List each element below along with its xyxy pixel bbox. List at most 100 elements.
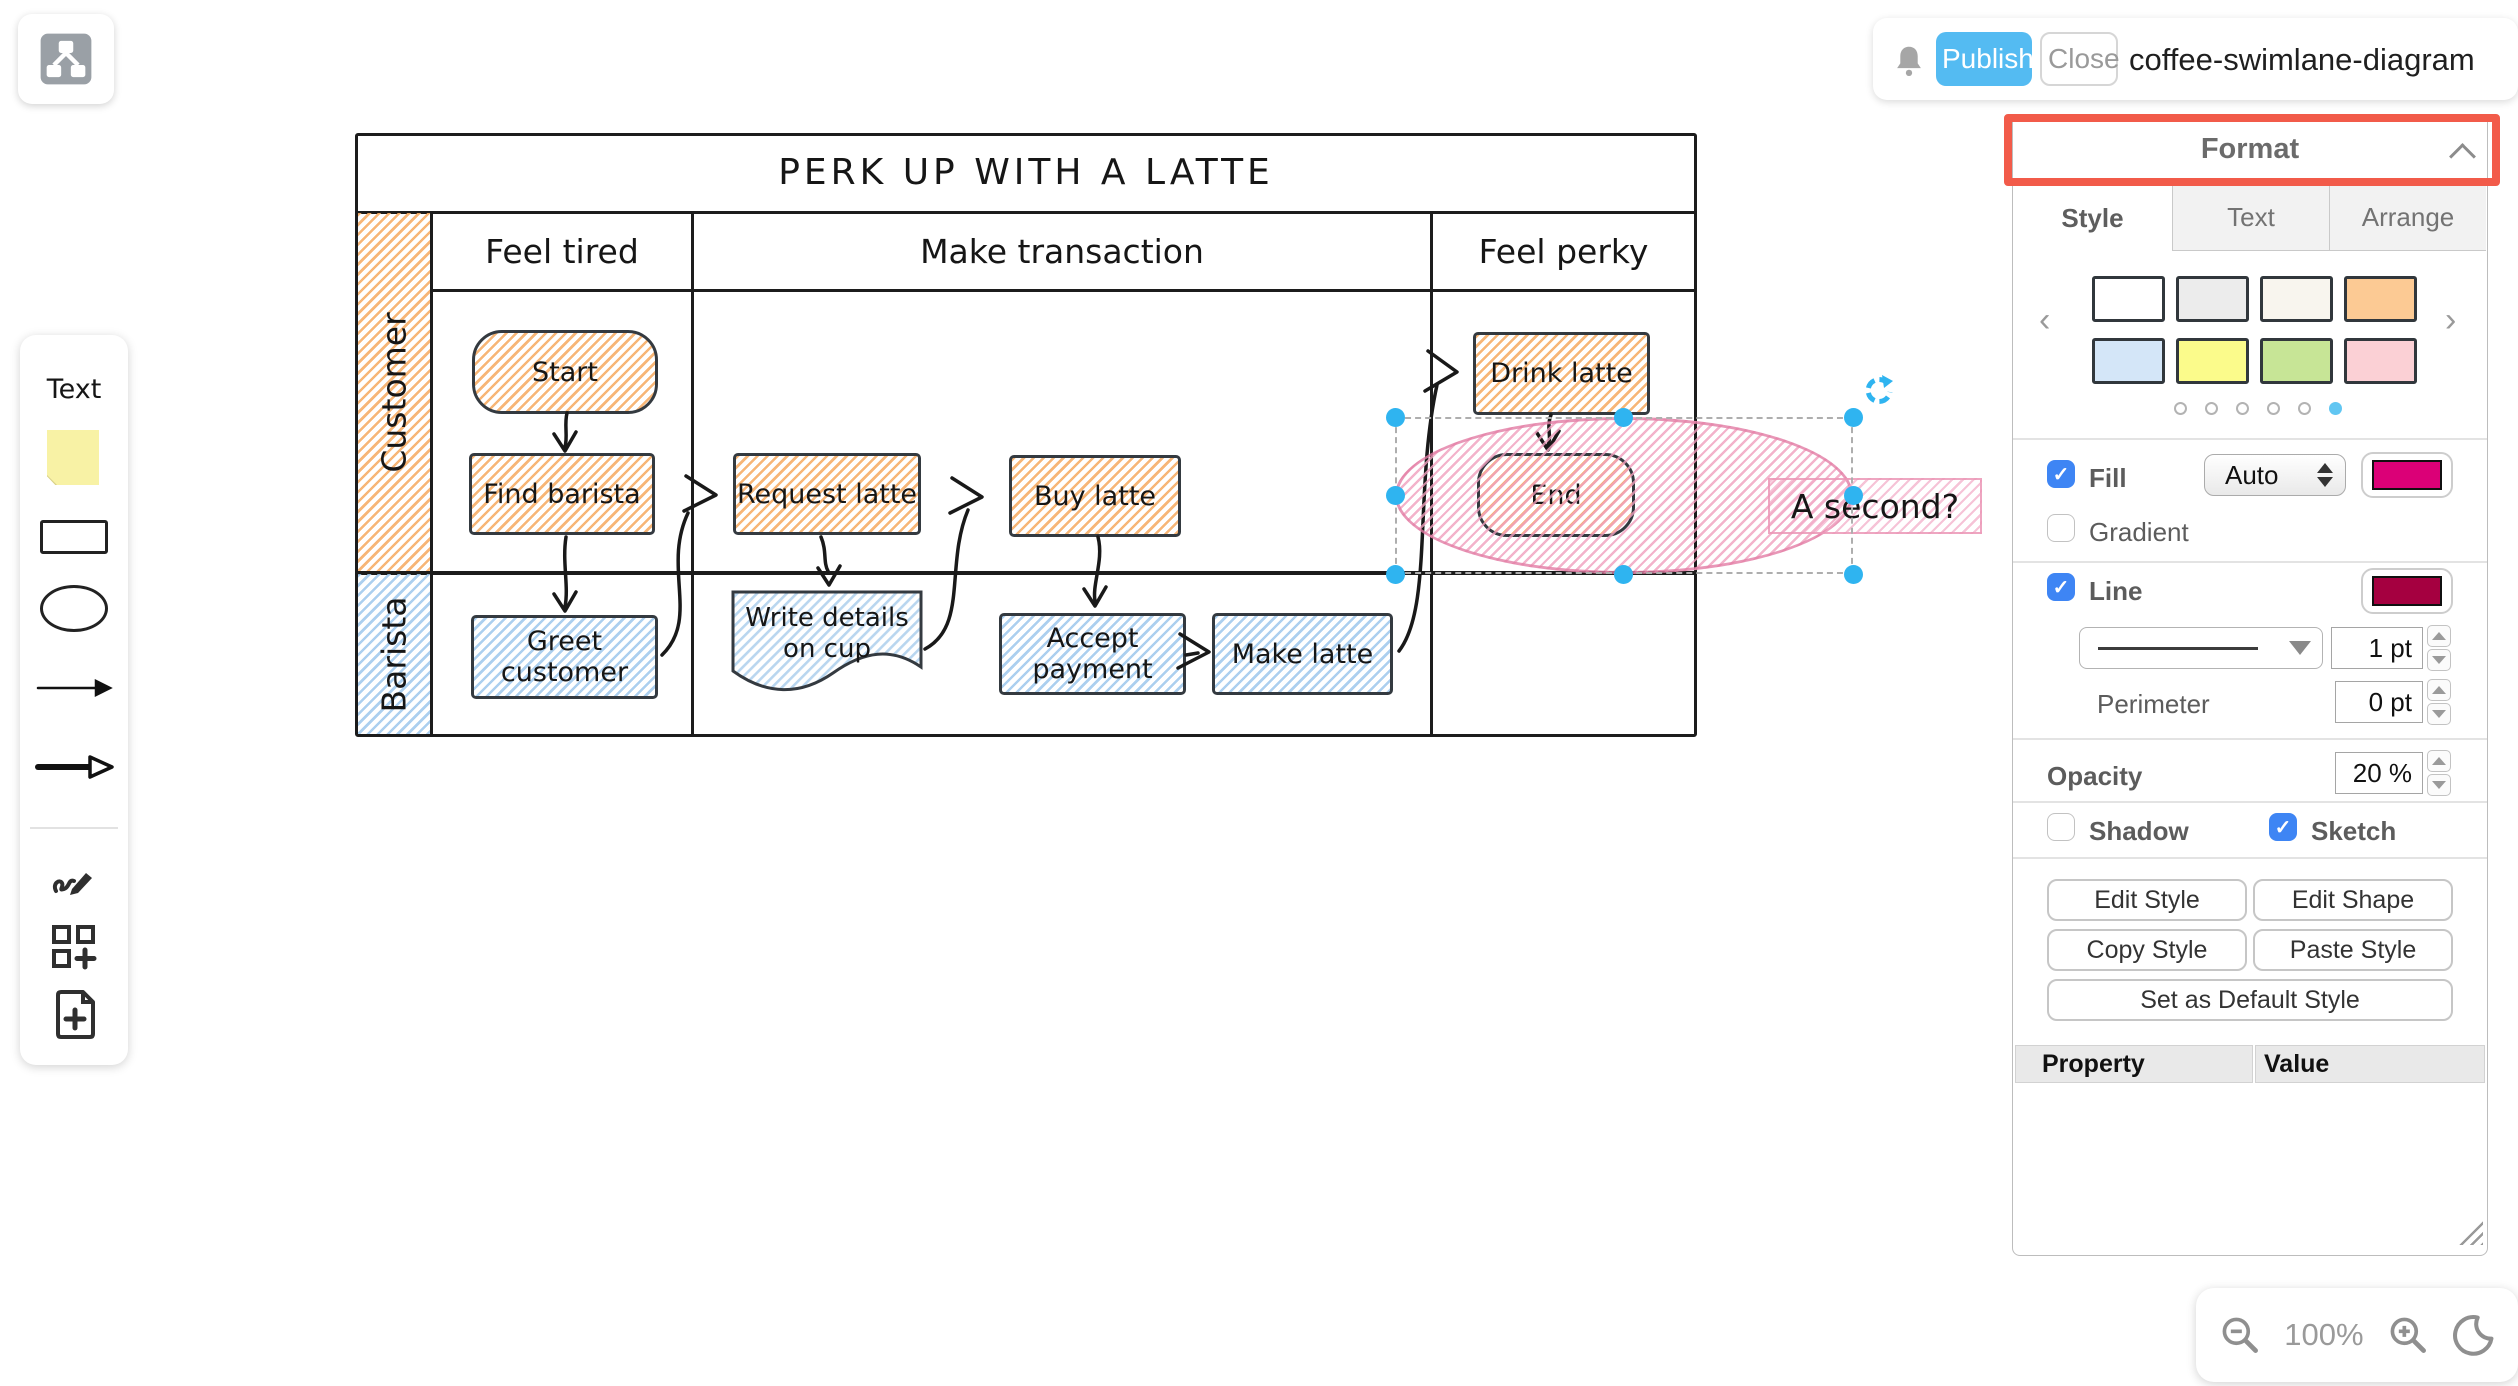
zoom-out-icon[interactable] bbox=[2218, 1313, 2262, 1357]
style-preset-swatch[interactable] bbox=[2260, 276, 2333, 322]
phase-separator-1[interactable] bbox=[691, 213, 694, 735]
app-logo-button[interactable] bbox=[18, 14, 114, 104]
shape-palette: Text bbox=[20, 335, 128, 1065]
notifications-bell-icon[interactable] bbox=[1890, 42, 1928, 80]
palette-page-dot[interactable] bbox=[2267, 402, 2280, 415]
opacity-input[interactable]: 20 % bbox=[2335, 752, 2423, 794]
paste-style-button[interactable]: Paste Style bbox=[2253, 929, 2453, 971]
style-preset-swatch[interactable] bbox=[2344, 338, 2417, 384]
style-preset-swatch[interactable] bbox=[2176, 338, 2249, 384]
set-default-style-button[interactable]: Set as Default Style bbox=[2047, 979, 2453, 1021]
titlebar: Publish Close coffee-swimlane-diagram bbox=[1873, 18, 2518, 100]
palette-page-dot[interactable] bbox=[2298, 402, 2311, 415]
fill-label: Fill bbox=[2089, 463, 2127, 493]
lane-separator[interactable] bbox=[358, 571, 1694, 575]
selection-handle-w[interactable] bbox=[1386, 486, 1405, 505]
palette-page-dot[interactable] bbox=[2236, 402, 2249, 415]
selection-handle-nw[interactable] bbox=[1386, 408, 1405, 427]
palette-page-dot[interactable] bbox=[2329, 402, 2342, 415]
palette-prev-icon[interactable]: ‹ bbox=[2039, 301, 2051, 339]
fill-checkbox[interactable]: ✓ bbox=[2047, 460, 2075, 488]
node-request-latte[interactable]: Request latte bbox=[733, 453, 921, 535]
selection-handle-n[interactable] bbox=[1614, 408, 1633, 427]
line-color-swatch bbox=[2372, 576, 2442, 606]
selection-handle-e[interactable] bbox=[1844, 486, 1863, 505]
sketch-checkbox[interactable]: ✓ bbox=[2269, 813, 2297, 841]
tab-text[interactable]: Text bbox=[2172, 185, 2330, 251]
line-style-select[interactable] bbox=[2079, 627, 2323, 669]
selection-handle-sw[interactable] bbox=[1386, 565, 1405, 584]
style-preset-swatch[interactable] bbox=[2092, 338, 2165, 384]
gradient-checkbox[interactable]: ✓ bbox=[2047, 514, 2075, 542]
perimeter-stepper[interactable] bbox=[2427, 679, 2451, 725]
phase-header-make-transaction[interactable]: Make transaction bbox=[920, 231, 1204, 271]
text-tool[interactable]: Text bbox=[46, 373, 102, 405]
tab-style[interactable]: Style bbox=[2013, 185, 2172, 251]
panel-resize-grip[interactable] bbox=[2457, 1219, 2483, 1245]
node-greet-customer[interactable]: Greet customer bbox=[471, 615, 658, 699]
annotation-a-second[interactable]: A second? bbox=[1768, 478, 1982, 534]
style-preset-swatch[interactable] bbox=[2260, 338, 2333, 384]
node-drink-latte[interactable]: Drink latte bbox=[1473, 332, 1650, 415]
node-write-details-shape[interactable] bbox=[730, 589, 926, 703]
format-panel-title[interactable]: Format bbox=[2200, 133, 2300, 165]
barista-label: Barista bbox=[374, 596, 414, 712]
rectangle-tool[interactable] bbox=[40, 520, 108, 554]
node-start[interactable]: Start bbox=[472, 330, 658, 414]
phase-header-feel-perky[interactable]: Feel perky bbox=[1478, 231, 1649, 271]
palette-page-dot[interactable] bbox=[2174, 402, 2187, 415]
copy-style-button[interactable]: Copy Style bbox=[2047, 929, 2247, 971]
phase-header-feel-tired[interactable]: Feel tired bbox=[485, 231, 639, 271]
node-find-barista[interactable]: Find barista bbox=[469, 453, 655, 535]
customer-label: Customer bbox=[374, 311, 414, 473]
freehand-pen-icon[interactable] bbox=[50, 855, 98, 901]
rotate-handle-icon[interactable] bbox=[1860, 372, 1896, 408]
diagram-logo-icon bbox=[40, 33, 92, 85]
sketch-label: Sketch bbox=[2311, 816, 2397, 846]
node-make-latte[interactable]: Make latte bbox=[1212, 613, 1393, 695]
perimeter-input[interactable]: 0 pt bbox=[2335, 681, 2423, 723]
zoom-toolbar: 100% bbox=[2196, 1288, 2518, 1382]
line-checkbox[interactable]: ✓ bbox=[2047, 573, 2075, 601]
style-preset-swatch[interactable] bbox=[2176, 276, 2249, 322]
bold-arrow-tool[interactable] bbox=[34, 751, 116, 783]
insert-template-icon[interactable] bbox=[53, 990, 97, 1040]
dark-mode-moon-icon[interactable] bbox=[2452, 1313, 2496, 1357]
edit-shape-button[interactable]: Edit Shape bbox=[2253, 879, 2453, 921]
style-preset-swatch[interactable] bbox=[2092, 276, 2165, 322]
format-panel: Format Style Text Arrange ‹ › ✓ Fill Aut… bbox=[2012, 120, 2488, 1256]
thin-arrow-tool[interactable] bbox=[34, 673, 116, 703]
edit-style-button[interactable]: Edit Style bbox=[2047, 879, 2247, 921]
value-column-header[interactable]: Value bbox=[2255, 1045, 2485, 1083]
palette-next-icon[interactable]: › bbox=[2445, 301, 2457, 339]
sticky-note-tool[interactable] bbox=[47, 430, 99, 485]
property-column-header[interactable]: Property bbox=[2015, 1045, 2253, 1083]
selection-handle-ne[interactable] bbox=[1844, 408, 1863, 427]
node-buy-latte[interactable]: Buy latte bbox=[1009, 455, 1181, 537]
opacity-stepper[interactable] bbox=[2427, 750, 2451, 796]
zoom-level[interactable]: 100% bbox=[2284, 1317, 2364, 1352]
line-color-button[interactable] bbox=[2361, 568, 2453, 614]
line-width-input[interactable]: 1 pt bbox=[2331, 627, 2423, 669]
selection-handle-s[interactable] bbox=[1614, 565, 1633, 584]
style-preset-swatch[interactable] bbox=[2344, 276, 2417, 322]
palette-page-dot[interactable] bbox=[2205, 402, 2218, 415]
zoom-in-icon[interactable] bbox=[2386, 1313, 2430, 1357]
lane-label-barista[interactable]: Barista bbox=[358, 574, 430, 734]
node-accept-payment[interactable]: Accept payment bbox=[999, 613, 1186, 695]
shadow-checkbox[interactable]: ✓ bbox=[2047, 813, 2075, 841]
pool-title[interactable]: PERK UP WITH A LATTE bbox=[778, 151, 1274, 193]
palette-divider bbox=[30, 827, 118, 829]
node-write-details-label[interactable]: Write details on cup bbox=[745, 602, 909, 664]
add-shape-icon[interactable] bbox=[50, 923, 98, 971]
tab-arrange[interactable]: Arrange bbox=[2330, 185, 2486, 251]
line-width-stepper[interactable] bbox=[2427, 625, 2451, 671]
ellipse-tool[interactable] bbox=[40, 585, 108, 632]
lane-label-customer[interactable]: Customer bbox=[358, 213, 430, 571]
selection-handle-se[interactable] bbox=[1844, 565, 1863, 584]
publish-button[interactable]: Publish bbox=[1936, 32, 2034, 86]
close-button[interactable]: Close bbox=[2040, 32, 2120, 86]
fill-color-button[interactable] bbox=[2361, 452, 2453, 498]
fill-mode-select[interactable]: Auto bbox=[2204, 454, 2346, 496]
